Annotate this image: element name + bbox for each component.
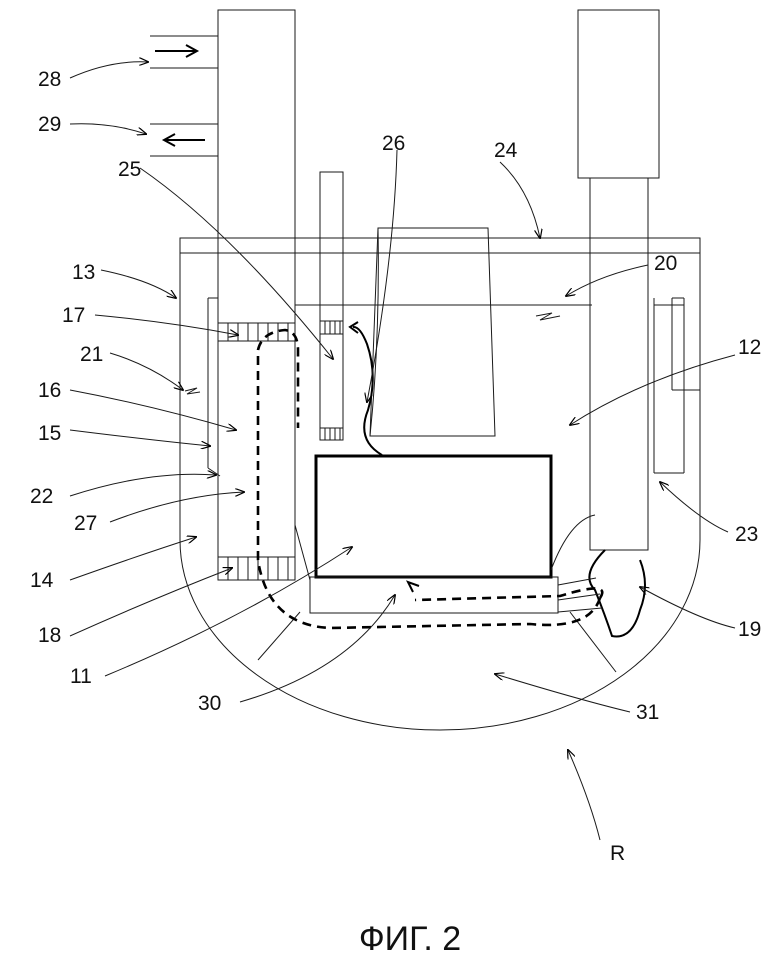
label-25: 25 xyxy=(118,158,141,181)
label-26: 26 xyxy=(382,132,405,155)
label-31: 31 xyxy=(636,701,659,724)
label-21: 21 xyxy=(80,343,103,366)
inlet-outlet-pipes xyxy=(150,36,218,156)
label-23: 23 xyxy=(735,523,758,546)
label-29: 29 xyxy=(38,113,61,136)
label-15: 15 xyxy=(38,422,61,445)
figure-caption: ФИГ. 2 xyxy=(359,920,461,956)
control-rod xyxy=(578,10,659,550)
label-13: 13 xyxy=(72,261,95,284)
label-14: 14 xyxy=(30,569,54,592)
inner-baffle xyxy=(208,298,700,476)
label-17: 17 xyxy=(62,304,85,327)
label-R: R xyxy=(610,842,625,865)
label-12: 12 xyxy=(738,336,761,359)
inlet-arrow-icon xyxy=(155,45,197,57)
label-30: 30 xyxy=(198,692,221,715)
label-11: 11 xyxy=(70,665,92,688)
label-24: 24 xyxy=(494,139,518,162)
label-19: 19 xyxy=(738,618,761,641)
label-28: 28 xyxy=(38,68,61,91)
label-16: 16 xyxy=(38,379,61,402)
heat-exchanger-column xyxy=(218,10,310,580)
outlet-arrow-icon xyxy=(164,134,205,146)
label-18: 18 xyxy=(38,624,61,647)
pump-column xyxy=(320,172,343,440)
core xyxy=(258,456,616,672)
label-27: 27 xyxy=(74,512,97,535)
label-22: 22 xyxy=(30,485,53,508)
lower-tubes xyxy=(551,515,645,636)
upper-grid-17 xyxy=(218,323,295,341)
label-20: 20 xyxy=(654,252,677,275)
